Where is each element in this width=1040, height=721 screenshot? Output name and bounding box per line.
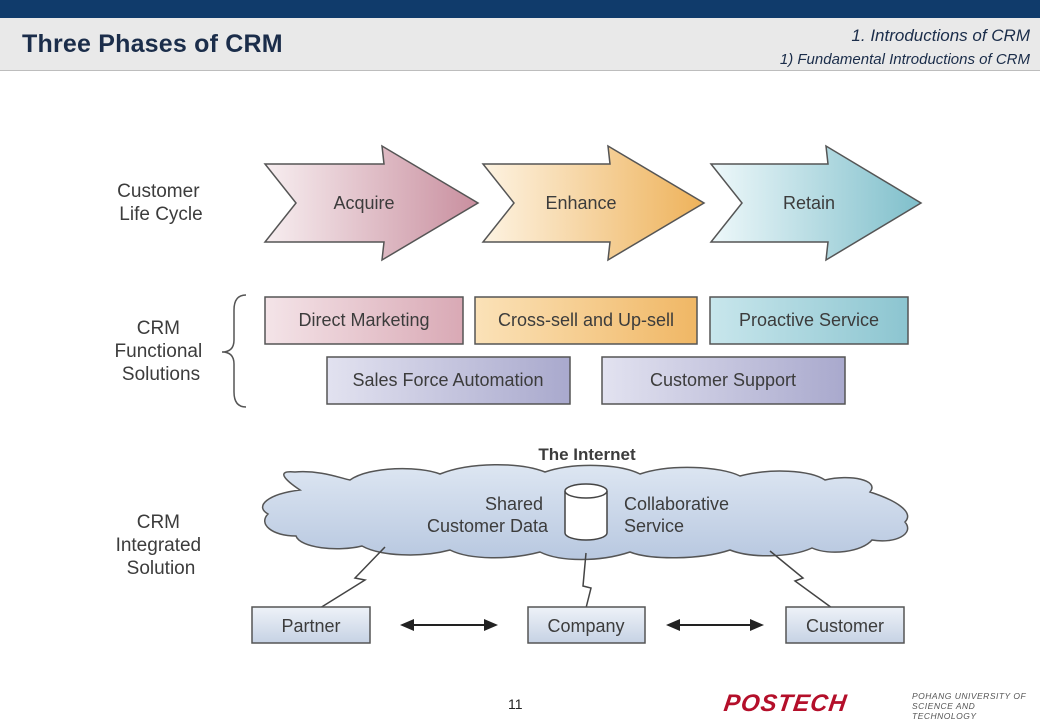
slide-title: Three Phases of CRM (22, 30, 283, 58)
integrated-label: CRM Integrated Solution (116, 512, 207, 579)
collab-service-label: Collaborative Service (624, 494, 734, 536)
connector-partner (319, 546, 386, 609)
svg-text:Cross-sell and Up-sell: Cross-sell and Up-sell (498, 310, 674, 330)
box-customer-support: Customer Support (601, 356, 846, 405)
curly-brace (221, 294, 247, 408)
arrow-retain: Retain (709, 144, 923, 262)
svg-text:Sales Force Automation: Sales Force Automation (352, 370, 543, 390)
box-proactive-service: Proactive Service (709, 296, 909, 345)
node-partner: Partner (251, 606, 371, 644)
functional-label: CRM Functional Solutions (115, 318, 208, 385)
svg-text:Enhance: Enhance (545, 193, 616, 213)
svg-text:Acquire: Acquire (333, 193, 394, 213)
svg-text:Direct Marketing: Direct Marketing (298, 310, 429, 330)
logo-subtitle: POHANG UNIVERSITY OF SCIENCE AND TECHNOL… (912, 691, 1027, 721)
shared-data-label: Shared Customer Data (427, 494, 549, 536)
internet-label: The Internet (538, 445, 636, 464)
svg-text:Retain: Retain (783, 193, 835, 213)
node-company: Company (527, 606, 646, 644)
postech-logo: POSTECH (722, 690, 849, 717)
connector-customer (769, 550, 833, 609)
arrow-enhance: Enhance (481, 144, 706, 262)
title-bar (0, 18, 1040, 71)
double-arrow-partner-company (400, 619, 498, 631)
box-sales-force-automation: Sales Force Automation (326, 356, 571, 405)
page-number: 11 (508, 696, 523, 712)
svg-text:Customer: Customer (806, 616, 884, 636)
svg-text:Partner: Partner (281, 616, 340, 636)
database-icon (564, 483, 608, 541)
header-top-bar (0, 0, 1040, 18)
double-arrow-company-customer (666, 619, 764, 631)
svg-text:Proactive Service: Proactive Service (739, 310, 879, 330)
svg-text:Customer Support: Customer Support (650, 370, 796, 390)
arrow-acquire: Acquire (263, 144, 480, 262)
box-cross-sell: Cross-sell and Up-sell (474, 296, 698, 345)
lifecycle-label: Customer Life Cycle (117, 181, 205, 225)
node-customer: Customer (785, 606, 905, 644)
section-breadcrumb: 1. Introductions of CRM (851, 26, 1030, 45)
svg-text:Company: Company (547, 616, 624, 636)
connector-company (582, 552, 592, 609)
box-direct-marketing: Direct Marketing (264, 296, 464, 345)
subsection-breadcrumb: 1) Fundamental Introductions of CRM (779, 51, 1030, 68)
